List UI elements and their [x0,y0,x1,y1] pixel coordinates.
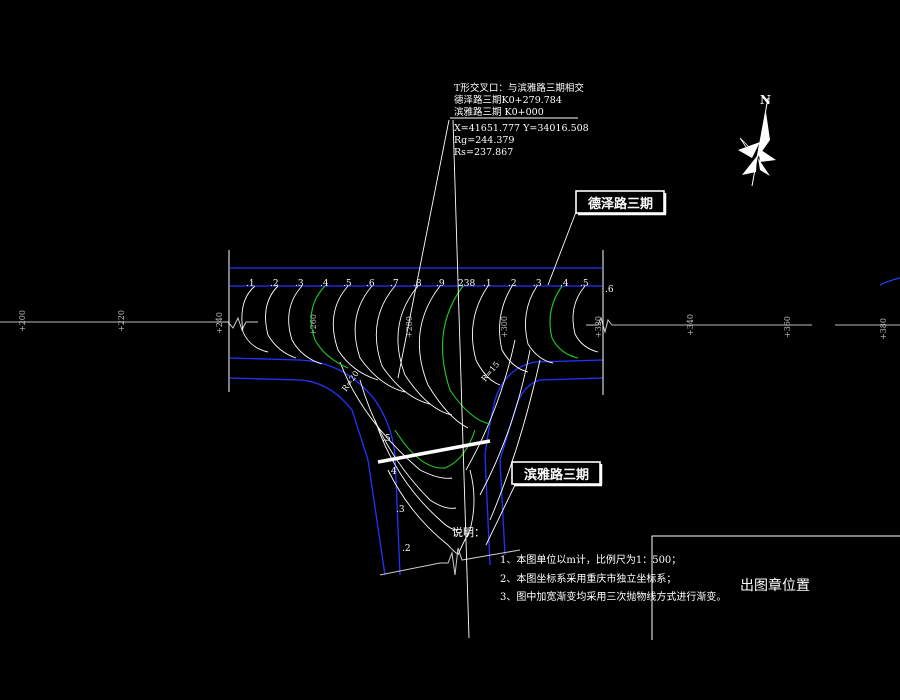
elevation-label: .2 [508,279,517,289]
main-centerline [0,316,900,334]
elevation-label: 238 [458,279,475,289]
elevation-label: .1 [246,279,255,289]
note-line: Rs=237.867 [454,147,513,158]
stamp-area: 出图章位置 [651,535,900,640]
elevation-label: .5 [580,279,589,289]
station-label: +340 [686,314,695,336]
north-label: N [760,93,771,107]
main-road-name: 德泽路三期 [588,196,653,212]
elevation-label: .1 [483,279,492,289]
elevation-label: .9 [436,279,445,289]
note-line: X=41651.777 Y=34016.508 [454,123,589,134]
notes: 说明： 1、本图单位以m计，比例尺为1：500； 2、本图坐标系采用重庆市独立坐… [452,525,726,603]
elevation-label: .3 [533,279,542,289]
station-marks: +200 +220 +240 +260 +280 +300 +320 +340 … [18,310,888,340]
station-label: +220 [117,310,126,332]
elevation-label: .4 [388,467,397,477]
note-line: 滨雅路三期 K0+000 [454,106,544,118]
main-road-edges [228,250,604,576]
station-label: +380 [879,318,888,340]
station-label: +300 [500,316,509,338]
intersection-note: T形交叉口：与滨雅路三期相交 德泽路三期K0+279.784 滨雅路三期 K0+… [454,82,589,158]
branch-road-tag: 滨雅路三期 [511,461,603,487]
note-item: 3、图中加宽渐变均采用三次抛物线方式进行渐变。 [500,590,726,603]
station-label: +360 [783,316,792,338]
elevation-label: .2 [402,544,411,554]
elevation-label: .5 [382,434,391,444]
elevation-label: .6 [605,285,614,295]
elevation-label: .5 [343,279,352,289]
elevation-label: .6 [366,279,375,289]
north-arrow-icon: N [738,93,776,187]
note-item: 1、本图单位以m计，比例尺为1：500； [500,553,681,566]
branch-end [379,547,521,576]
elevation-label: .7 [390,279,399,289]
elevation-label: .2 [270,279,279,289]
elevation-label: .3 [295,279,304,289]
branch-road-name: 滨雅路三期 [524,467,589,483]
top-elevation-labels: .1 .2 .3 .4 .5 .6 .7 .8 .9 238 .1 .2 .3 … [246,279,614,295]
elevation-label: .3 [396,505,405,515]
far-road-edge [879,277,900,286]
elevation-label: .4 [560,279,569,289]
stamp-label: 出图章位置 [740,577,810,594]
leader-lines [397,117,578,639]
main-road-tag: 德泽路三期 [575,190,667,216]
notes-title: 说明： [452,525,485,539]
station-label: +240 [215,312,224,334]
elevation-label: .4 [320,279,329,289]
station-label: +260 [309,314,318,336]
station-label: +320 [594,316,603,338]
note-item: 2、本图坐标系采用重庆市独立坐标系； [500,572,676,585]
branch-elevation-labels: .5 .4 .3 .2 [382,434,411,554]
note-line: 德泽路三期K0+279.784 [454,94,562,106]
elevation-label: .8 [413,279,422,289]
stop-line [377,439,491,464]
contour-highlight [310,285,579,469]
station-label: +280 [405,316,414,338]
note-line: T形交叉口：与滨雅路三期相交 [454,82,584,94]
note-line: Rg=244.379 [454,135,514,146]
contour-lines [241,285,599,556]
station-label: +200 [18,310,27,332]
